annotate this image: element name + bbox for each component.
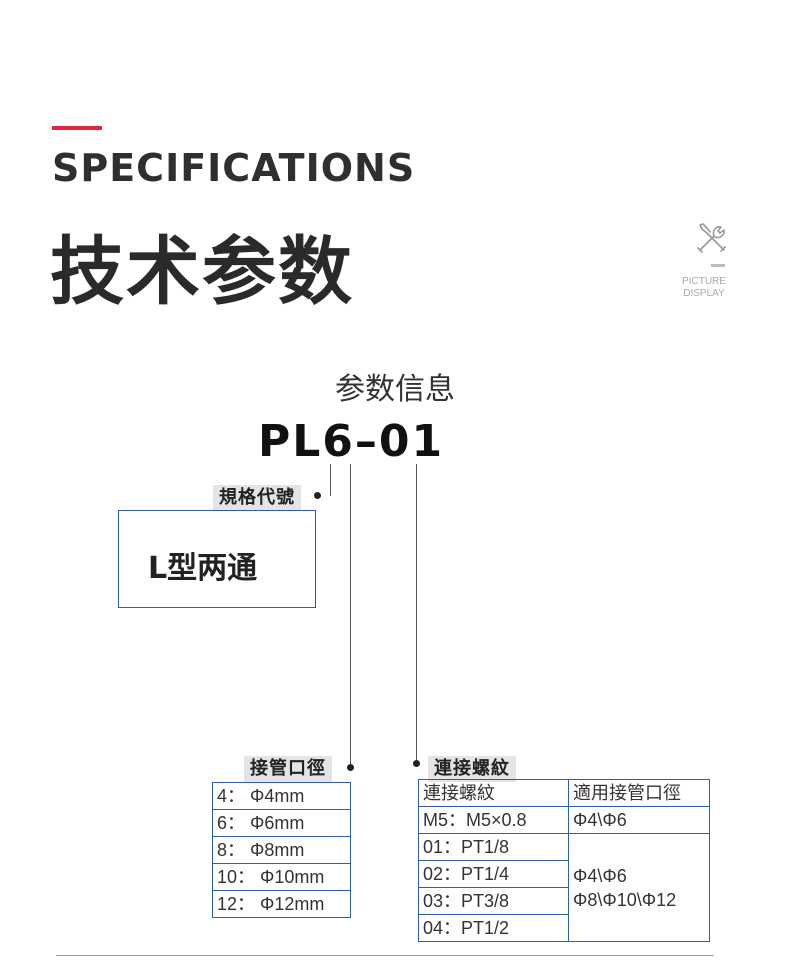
table-row: M5：M5×0.8 Φ4\Φ6 xyxy=(418,806,710,834)
table-row: 6： Φ6mm xyxy=(212,809,351,837)
fit-cell-merged: Φ4\Φ6 Φ8\Φ10\Φ12 xyxy=(568,833,710,942)
model-code: PL6–01 xyxy=(258,416,445,467)
table-row: 10： Φ10mm xyxy=(212,863,351,891)
picture-display-label: PICTURE DISPLAY xyxy=(676,276,732,300)
bottom-divider xyxy=(56,955,714,956)
table-row: 4： Φ4mm xyxy=(212,782,351,810)
thread-cell: 04：PT1/2 xyxy=(418,914,569,942)
table-header-row: 連接螺紋 適用接管口徑 xyxy=(418,779,710,807)
divider xyxy=(711,264,725,267)
thread-tag: 連接螺紋 xyxy=(428,756,516,782)
thread-cell: M5：M5×0.8 xyxy=(418,806,569,834)
fit-line: Φ4\Φ6 xyxy=(573,865,627,886)
table-row: 8： Φ8mm xyxy=(212,836,351,864)
port-tag: 接管口徑 xyxy=(244,756,332,782)
connector-line-port xyxy=(350,464,351,764)
port-cell: 4： Φ4mm xyxy=(212,782,351,810)
connector-line-thread xyxy=(416,464,417,760)
table-row: 12： Φ12mm xyxy=(212,890,351,918)
spec-value: L型两通 xyxy=(148,551,258,586)
spec-tag: 規格代號 xyxy=(213,485,301,511)
connector-dot-port xyxy=(347,764,354,771)
port-table: 4： Φ4mm 6： Φ6mm 8： Φ8mm 10： Φ10mm 12： Φ1… xyxy=(212,782,351,918)
spec-box xyxy=(118,510,316,608)
fit-line: Φ8\Φ10\Φ12 xyxy=(573,889,677,910)
thread-cell: 01：PT1/8 xyxy=(418,833,569,861)
display-label: DISPLAY xyxy=(683,288,725,299)
connector-dot-spec xyxy=(314,492,321,499)
title-en: SPECIFICATIONS xyxy=(52,146,416,190)
port-cell: 10： Φ10mm xyxy=(212,863,351,891)
thread-table: 連接螺紋 適用接管口徑 M5：M5×0.8 Φ4\Φ6 01：PT1/8 Φ4\… xyxy=(418,779,710,942)
fit-cell: Φ4\Φ6 xyxy=(568,806,710,834)
info-title: 参数信息 xyxy=(335,372,455,407)
header-cell: 連接螺紋 xyxy=(418,779,569,807)
port-cell: 12： Φ12mm xyxy=(212,890,351,918)
connector-dot-thread xyxy=(413,760,420,767)
thread-cell: 03：PT3/8 xyxy=(418,887,569,915)
table-row: 01：PT1/8 Φ4\Φ6 Φ8\Φ10\Φ12 xyxy=(418,833,710,942)
thread-cell: 02：PT1/4 xyxy=(418,860,569,888)
accent-bar xyxy=(52,126,102,130)
port-cell: 6： Φ6mm xyxy=(212,809,351,837)
picture-label: PICTURE xyxy=(682,276,726,287)
title-cn: 技术参数 xyxy=(50,229,354,315)
header-cell: 適用接管口徑 xyxy=(568,779,710,807)
table-row: 02：PT1/4 xyxy=(418,860,710,888)
connector-line-spec xyxy=(330,464,331,496)
port-cell: 8： Φ8mm xyxy=(212,836,351,864)
table-row: 04：PT1/2 xyxy=(418,914,710,942)
tools-icon xyxy=(697,223,726,253)
